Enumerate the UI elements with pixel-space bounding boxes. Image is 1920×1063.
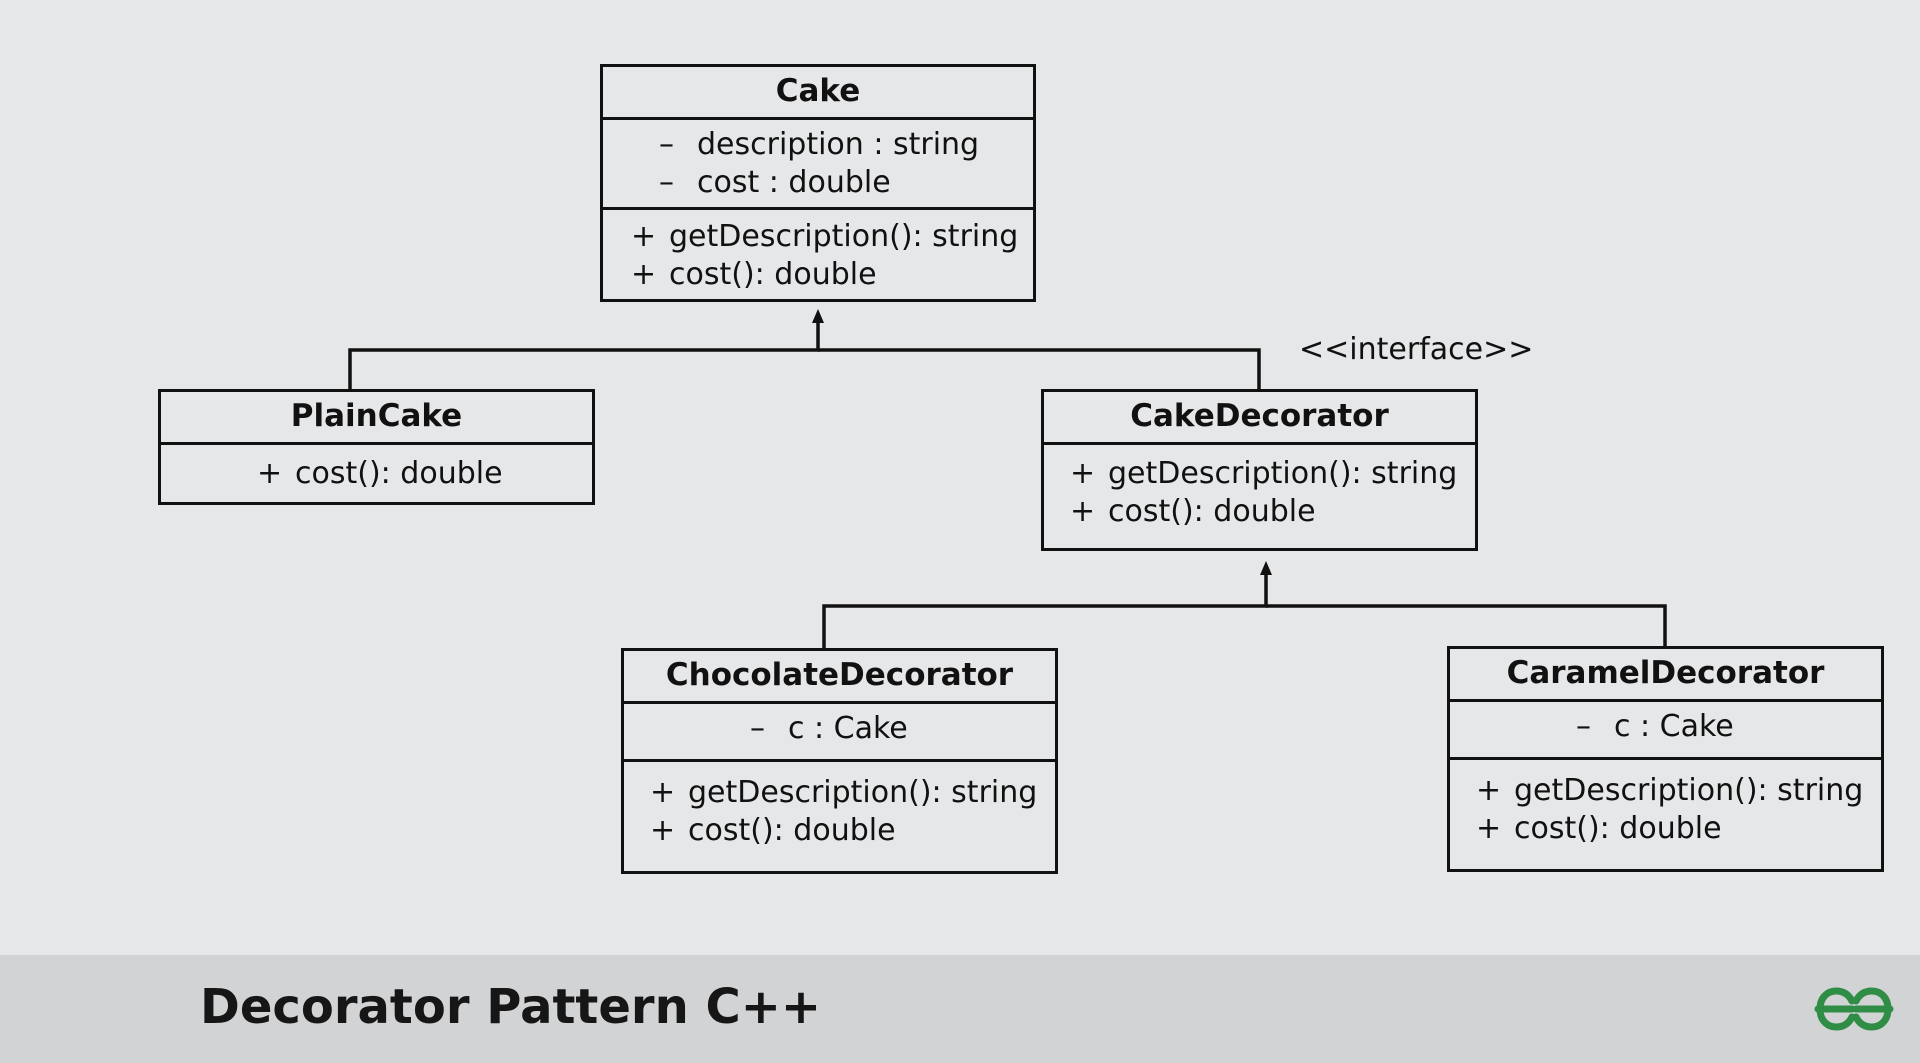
- method-row: + getDescription(): string: [1070, 455, 1475, 493]
- visibility-public: +: [1070, 494, 1096, 529]
- attributes-section: –c : Cake: [1450, 702, 1881, 760]
- visibility-public: +: [1476, 773, 1502, 808]
- cake-arrowhead: [812, 309, 824, 323]
- chocolate-to-decorator-line: [822, 570, 1268, 648]
- attribute-row: –c : Cake: [1576, 708, 1881, 746]
- class-name: CaramelDecorator: [1450, 649, 1881, 702]
- attribute-row: –c : Cake: [750, 710, 1055, 748]
- attribute-text: c : Cake: [788, 711, 908, 746]
- method-row: + cost(): double: [1476, 810, 1881, 848]
- geeksforgeeks-logo-icon: [1814, 987, 1894, 1031]
- class-chocolatedecorator: ChocolateDecorator –c : Cake + getDescrip…: [621, 648, 1058, 874]
- attribute-text: cost : double: [697, 165, 891, 200]
- visibility-public: +: [631, 257, 657, 292]
- cakedecorator-to-cake-line: [818, 348, 1261, 389]
- methods-section: + getDescription(): string + cost(): doubl…: [1450, 760, 1881, 852]
- interface-stereotype: <<interface>>: [1299, 332, 1534, 367]
- method-row: + cost(): double: [257, 455, 592, 493]
- visibility-public: +: [650, 775, 676, 810]
- visibility-public: +: [1070, 456, 1096, 491]
- visibility-public: +: [257, 456, 283, 491]
- method-text: getDescription(): string: [688, 775, 1038, 810]
- visibility-private: –: [659, 127, 674, 162]
- caramel-to-decorator-line: [1266, 604, 1667, 646]
- attribute-row: –description : string: [659, 126, 1033, 164]
- attributes-section: –description : string –cost : double: [603, 120, 1033, 210]
- visibility-private: –: [1576, 709, 1591, 744]
- class-name: ChocolateDecorator: [624, 651, 1055, 704]
- footer-bar: Decorator Pattern C++: [0, 955, 1920, 1063]
- class-cakedecorator: CakeDecorator + getDescription(): string …: [1041, 389, 1478, 551]
- method-text: getDescription(): string: [1514, 773, 1864, 808]
- visibility-public: +: [631, 219, 657, 254]
- visibility-private: –: [750, 711, 765, 746]
- methods-section: + cost(): double: [161, 445, 592, 497]
- plaincake-to-cake-line: [348, 318, 820, 389]
- footer-title: Decorator Pattern C++: [200, 979, 822, 1035]
- method-row: + cost(): double: [650, 812, 1055, 850]
- visibility-public: +: [1476, 811, 1502, 846]
- attribute-text: c : Cake: [1614, 709, 1734, 744]
- method-text: cost(): double: [669, 257, 877, 292]
- method-row: + cost(): double: [631, 256, 1033, 294]
- method-text: getDescription(): string: [1108, 456, 1458, 491]
- class-name: PlainCake: [161, 392, 592, 445]
- visibility-private: –: [659, 165, 674, 200]
- class-carameldecorator: CaramelDecorator –c : Cake + getDescripti…: [1447, 646, 1884, 872]
- method-text: cost(): double: [1514, 811, 1722, 846]
- method-row: + getDescription(): string: [1476, 772, 1881, 810]
- visibility-public: +: [650, 813, 676, 848]
- method-row: + getDescription(): string: [650, 774, 1055, 812]
- method-row: + cost(): double: [1070, 493, 1475, 531]
- method-text: getDescription(): string: [669, 219, 1019, 254]
- methods-section: + getDescription(): string + cost(): doubl…: [603, 210, 1033, 298]
- class-cake: Cake –description : string –cost : doubl…: [600, 64, 1036, 302]
- method-text: cost(): double: [688, 813, 896, 848]
- methods-section: + getDescription(): string + cost(): doubl…: [624, 762, 1055, 854]
- uml-diagram: Cake –description : string –cost : doubl…: [158, 64, 1884, 874]
- method-row: + getDescription(): string: [631, 218, 1033, 256]
- inheritance-connectors: [348, 309, 1667, 648]
- class-plaincake: PlainCake + cost(): double: [158, 389, 595, 505]
- class-name: CakeDecorator: [1044, 392, 1475, 445]
- attribute-text: description : string: [697, 127, 980, 162]
- method-text: cost(): double: [1108, 494, 1316, 529]
- method-text: cost(): double: [295, 456, 503, 491]
- class-name: Cake: [603, 67, 1033, 120]
- attributes-section: –c : Cake: [624, 704, 1055, 762]
- attribute-row: –cost : double: [659, 164, 1033, 202]
- methods-section: + getDescription(): string + cost(): doubl…: [1044, 445, 1475, 535]
- cakedecorator-arrowhead: [1260, 561, 1272, 575]
